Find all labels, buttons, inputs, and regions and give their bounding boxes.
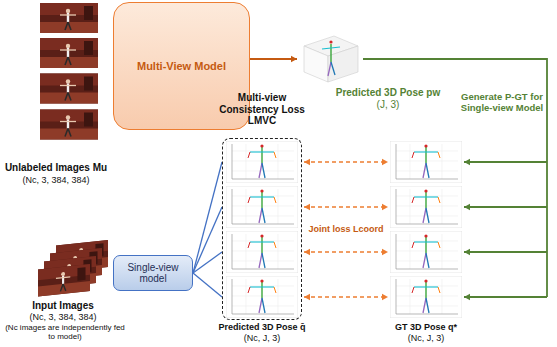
gt-pose-group: GT 3D Pose q*(Nc, J, 3) [384,138,468,345]
caption-label: (Nc, 3, 384, 384) [0,312,126,322]
arrowhead [382,204,388,210]
edge-label: Generate P-GT for Single-view Model [460,92,544,114]
connector-line [193,252,222,273]
gt-pose-plot [390,186,462,228]
connector-line [464,296,547,298]
predicted-pose-plot [226,276,298,318]
gt-pose-plot [390,141,462,183]
node-text: Multi-view Consistency Loss LMVC [218,92,306,127]
connector-line [193,207,222,273]
connector-line [304,251,388,253]
node-text: Multi-View Model [137,60,226,73]
arrowhead [464,159,470,165]
arrowhead [304,204,310,210]
node-text: Single-view model [118,262,188,285]
arrowhead [382,294,388,300]
edge-label: Joint loss Lcoord [307,224,384,234]
arrowhead [291,56,297,62]
caption-label: (Nc images are independently fed to mode… [2,323,128,341]
predicted-pose-plot [226,231,298,273]
connector-line [304,296,388,298]
input-image-stack [38,238,113,300]
predicted-pose-plot [226,141,298,183]
caption-label: (Nc, 3, 384, 384) [0,175,112,185]
arrowhead [304,294,310,300]
node-text: (Nc, J, 3) [218,333,306,343]
connector [304,159,388,300]
arrowhead [304,249,310,255]
connector-line [250,58,297,60]
node-text: (J, 3) [316,99,460,111]
arrowhead [304,159,310,165]
predicted-pose-plot [226,186,298,228]
arrowhead [464,204,470,210]
connector [193,162,222,297]
connector-line [464,206,547,208]
node-text: (Nc, J, 3) [384,333,468,343]
connector-line [464,251,547,253]
dashed-group-frame [222,138,302,320]
node-text: GT 3D Pose q* [384,322,468,332]
connector-line [304,161,388,163]
connector [250,56,297,62]
node-text: Predicted 3D Pose pw [316,87,460,99]
caption-label: Input Images [0,300,126,312]
node-text: Predicted 3D Pose q̄ [212,322,312,332]
consistency-loss-group: Multi-view Consistency Loss LMVCPredicte… [218,92,306,345]
gt-pose-plot [390,231,462,273]
arrowhead [464,294,470,300]
arrowhead [382,159,388,165]
gt-pose-plot [390,276,462,318]
single-view-model-box: Single-view model [113,255,193,291]
arrowhead [464,249,470,255]
connector-line [193,162,222,273]
connector-line [193,273,222,297]
connector-line [304,206,388,208]
connector-line [464,161,547,163]
3d-pose-plot [298,32,362,86]
predicted-pose-pw: Predicted 3D Pose pw(J, 3) [298,32,460,112]
caption-label: Unlabeled Images Mu [0,162,112,174]
unlabeled-image-stack [40,3,100,141]
arrowhead [382,249,388,255]
